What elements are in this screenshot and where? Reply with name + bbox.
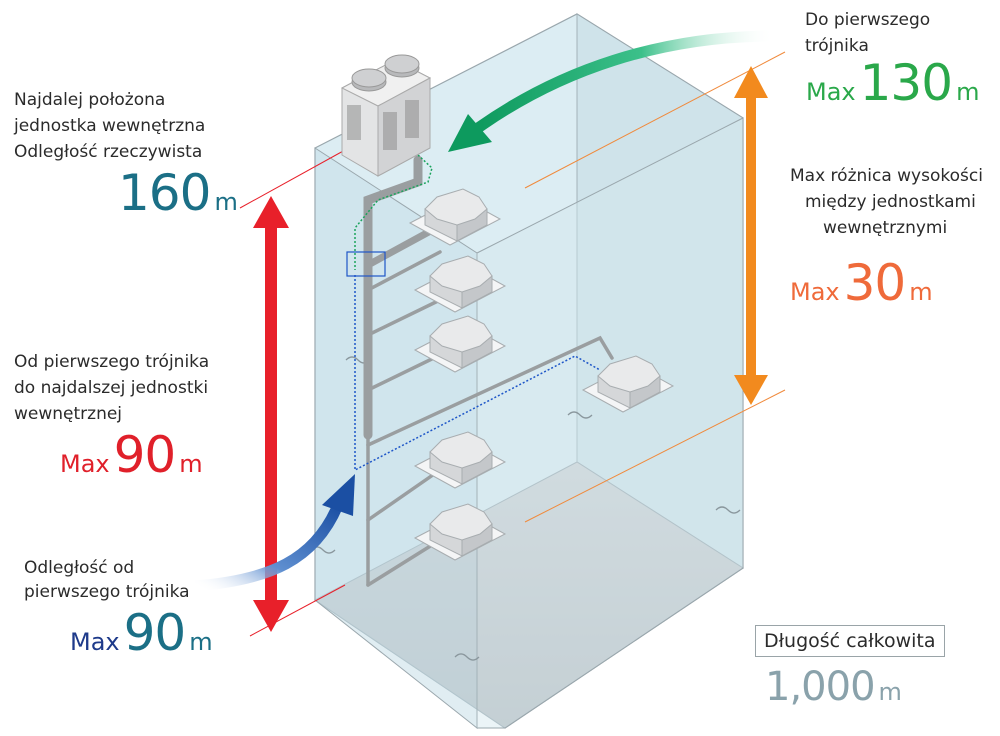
red-ref-line-bottom [249, 584, 346, 637]
farthest-unit-label-1: Najdalej położona [14, 90, 166, 110]
indoor-units [408, 188, 675, 561]
distance-label-1: Odległość od [24, 558, 135, 578]
farthest-unit-label-2: jednostka wewnętrzna [14, 116, 206, 136]
total-length-label: Długość całkowita [755, 625, 945, 657]
route-blue-dotted [354, 275, 601, 472]
green-curved-arrow [448, 30, 776, 152]
from-first-label-1: Od pierwszego trójnika [14, 352, 210, 372]
height-ref-line-top [524, 51, 786, 189]
distance-label-2: pierwszego trójnika [24, 582, 190, 602]
outdoor-unit-icon [340, 54, 432, 177]
first-branch-marker [346, 251, 386, 277]
indoor-cassette-unit-icon [408, 188, 502, 246]
farthest-unit-label-3: Odległość rzeczywista [14, 142, 203, 162]
from-first-label-2: do najdalszej jednostki [14, 378, 209, 398]
refrigerant-piping [363, 155, 614, 587]
indoor-cassette-unit-icon [413, 315, 507, 373]
indoor-cassette-unit-icon [413, 431, 507, 489]
to-first-label-2: trójnika [805, 36, 869, 56]
from-first-label-3: wewnętrznej [14, 404, 123, 424]
blue-curved-arrow [194, 474, 355, 592]
red-ref-line-top [239, 149, 346, 209]
route-green-dotted [354, 154, 433, 270]
indoor-cassette-unit-icon [581, 355, 675, 413]
height-ref-line-bottom [524, 389, 786, 523]
indoor-cassette-unit-icon [413, 255, 507, 313]
height-diff-label-1: Max różnica wysokości [790, 166, 983, 186]
orange-height-arrow [734, 66, 768, 405]
height-diff-label-3: wewnętrznymi [823, 218, 948, 238]
height-diff-label-2: między jednostkami [805, 192, 976, 212]
indoor-cassette-unit-icon [413, 503, 507, 561]
red-height-arrow [253, 196, 289, 632]
to-first-label-1: Do pierwszego [805, 10, 931, 30]
